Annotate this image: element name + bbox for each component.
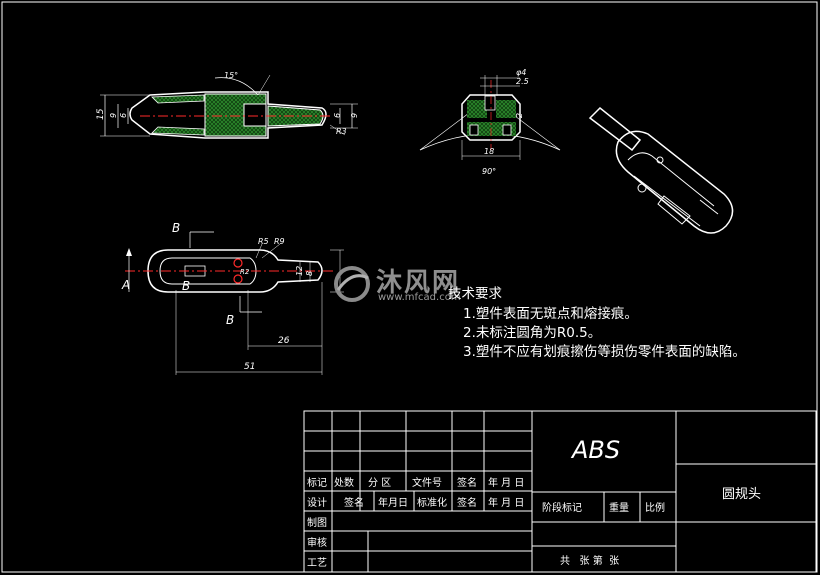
section-label-b-mid: B <box>182 279 190 293</box>
tb-sign: 签名 <box>457 476 477 489</box>
dim-side-5: R3 <box>336 127 347 136</box>
section-label-b-top: B <box>172 221 180 235</box>
dim-side-0: 15 <box>96 108 106 120</box>
tb-sign3: 签名 <box>457 496 477 509</box>
dim-end-4: 90° <box>482 167 496 176</box>
dim-end-0: φ4 <box>516 68 526 77</box>
dim-plan-1: R9 <box>274 237 285 246</box>
dim-side-3: 6 <box>333 113 342 118</box>
watermark-url: www.mfcad.com <box>378 292 461 303</box>
watermark-logo-icon <box>334 266 370 302</box>
plan-view: R5 R9 R2 12 8 26 51 B B A B <box>121 221 344 375</box>
tech-req-item-3: 3.塑件不应有划痕擦伤等损伤零件表面的缺陷。 <box>463 344 746 360</box>
side-section-view: 15 9 6 6 9 R3 15° <box>96 71 359 139</box>
dim-plan-5: 26 <box>278 336 290 346</box>
dim-end-2: 2 <box>515 113 524 118</box>
tb-sign2: 签名 <box>344 496 364 509</box>
tech-req-item-2: 2.未标注圆角为R0.5。 <box>463 325 602 341</box>
tb-standard: 标准化 <box>417 496 447 509</box>
isometric-view <box>588 106 734 234</box>
title-block-text: 标记 处数 分 区 文件号 签名 年 月 日 设计 签名 年月日 标准化 签名 … <box>307 436 761 569</box>
tb-zone: 分 区 <box>368 477 391 489</box>
tb-mark: 标记 <box>307 477 327 489</box>
title-block <box>303 410 817 573</box>
tb-count: 处数 <box>334 476 354 489</box>
tb-part-name: 圆规头 <box>722 487 761 502</box>
tb-material: ABS <box>570 436 620 464</box>
tb-scale: 比例 <box>645 501 665 514</box>
tb-doc-no: 文件号 <box>412 476 442 489</box>
dim-end-1: 2.5 <box>516 77 529 86</box>
tb-weight: 重量 <box>609 501 629 514</box>
tech-req-item-1: 1.塑件表面无斑点和熔接痕。 <box>463 306 638 322</box>
dim-plan-2: R2 <box>240 268 250 276</box>
tb-process: 工艺 <box>307 557 327 569</box>
dim-plan-4: 8 <box>305 271 314 276</box>
watermark-brand: 沐风网 <box>376 268 461 298</box>
dim-plan-3: 12 <box>295 266 304 276</box>
tb-sheets: 共 张 第 张 <box>560 554 619 567</box>
dim-side-2: 6 <box>119 113 128 118</box>
dim-side-4: 9 <box>350 113 359 118</box>
tech-req-heading: 技术要求 <box>448 286 502 302</box>
dim-plan-6: 51 <box>244 362 255 372</box>
end-view: φ4 2.5 2 18 90° <box>419 68 561 176</box>
tb-date: 年 月 日 <box>488 476 524 489</box>
dim-plan-0: R5 <box>258 237 269 246</box>
dim-end-3: 18 <box>484 147 494 156</box>
tb-date2: 年月日 <box>378 496 408 509</box>
tb-stage-mark: 阶段标记 <box>542 501 582 514</box>
dim-side-6: 15° <box>224 71 238 80</box>
section-label-a: A <box>121 278 130 292</box>
dim-side-1: 9 <box>109 113 118 118</box>
tb-check: 审核 <box>307 536 327 549</box>
tb-date3: 年 月 日 <box>488 496 524 509</box>
section-label-b-bottom: B <box>226 313 234 327</box>
tb-draw: 制图 <box>307 516 327 529</box>
watermark: 沐风网 www.mfcad.com <box>330 262 490 306</box>
tb-design: 设计 <box>307 496 327 509</box>
